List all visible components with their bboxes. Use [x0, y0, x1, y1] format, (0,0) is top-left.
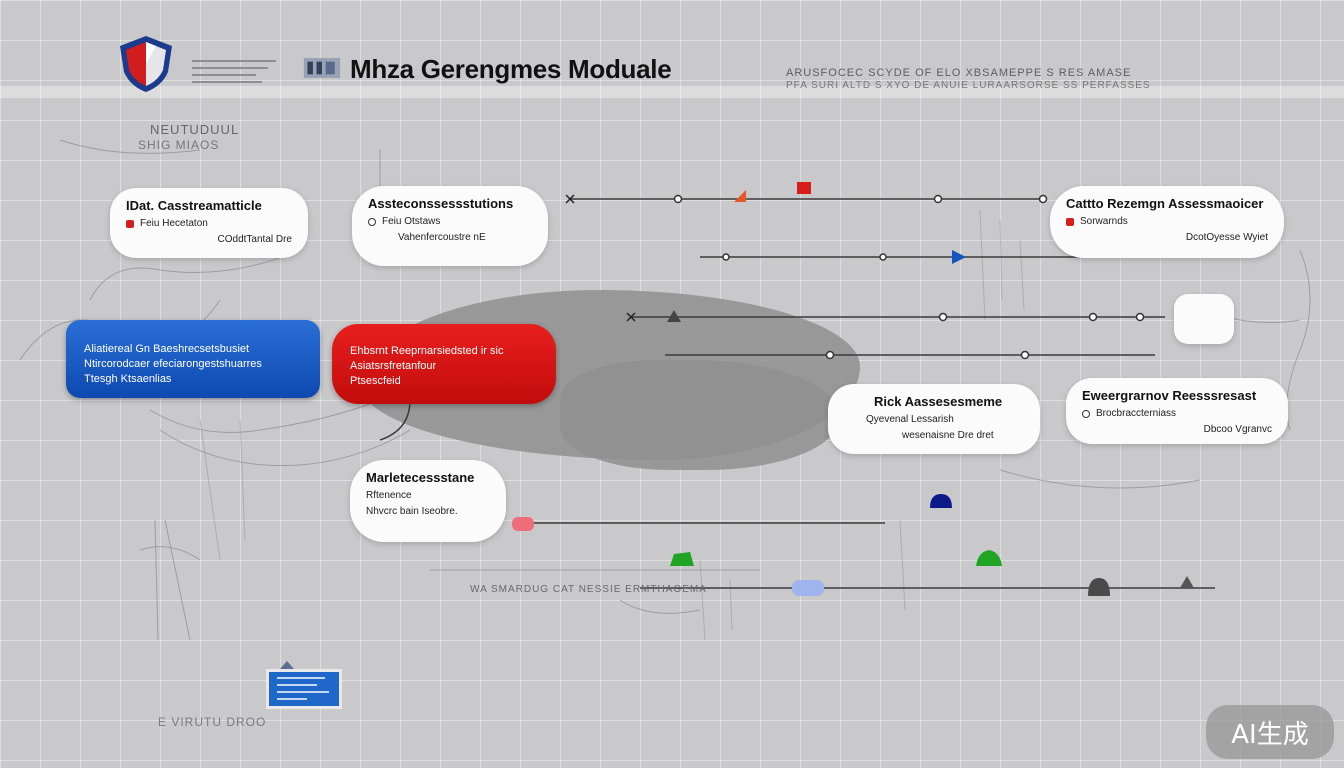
blue-panel-line2: Ntircorodcaer efeciarongestshuarres — [84, 358, 262, 370]
red-square-icon — [126, 219, 134, 228]
pink-node-marker — [512, 517, 534, 531]
watermark-badge: AI生成 — [1206, 705, 1334, 759]
header-band — [0, 86, 1344, 98]
emergency-card[interactable]: Eweergrarnov Reesssresast Brocbraccterni… — [1066, 378, 1288, 444]
emergency-card-title: Eweergrarnov Reesssresast — [1082, 388, 1257, 403]
mini-panel-tab-icon — [280, 661, 294, 669]
red-panel-line2: Asiatsrsfretanfour — [350, 360, 437, 372]
shield-icon — [120, 36, 172, 92]
navy-dome-marker — [930, 494, 952, 508]
red-square-icon — [1066, 217, 1074, 226]
data-card[interactable]: IDat. Casstreamatticle Feiu Hecetaton CO… — [110, 188, 308, 258]
campaign-card-line1: Sorwarnds — [1080, 216, 1128, 227]
maintenance-card-line2: Nhvcrc bain Iseobre. — [366, 506, 458, 517]
blue-panel-line3: Ttesgh Ktsaenlias — [84, 373, 172, 385]
map-blob-2 — [560, 360, 840, 470]
footer-text: WA SMARDUG CAT NESSIE ERMTHAGEMA — [470, 584, 707, 595]
data-card-line1: Feiu Hecetaton — [140, 218, 208, 229]
green-marker-1 — [670, 552, 694, 566]
red-panel-line3: Ptsescfeid — [350, 375, 401, 387]
assessment-card[interactable]: Assteconssessstutions Feiu Otstaws Vahen… — [352, 186, 548, 266]
blue-arrow-marker — [952, 250, 966, 264]
side-label-1: NEUTUDUUL — [150, 122, 240, 137]
header-meta-2: PFA SURI ALTD S XYO DE ANUIE LURAARSORSE… — [786, 80, 1151, 91]
blue-panel-line1: Aliatiereal Gn Baeshrecsetsbusiet — [84, 343, 250, 355]
module-icon — [303, 58, 341, 78]
risk-card-title: Rick Aassesesmeme — [874, 394, 1003, 409]
red-alert-panel[interactable]: Ehbsrnt Reeprnarsiedsted ir sic Asiatsrs… — [332, 324, 556, 404]
risk-card-line1: Qyevenal Lessarish — [866, 414, 954, 425]
campaign-card-line2: DcotOyesse Wyiet — [1185, 232, 1268, 243]
gray-triangle-marker — [667, 310, 681, 322]
green-marker-2 — [976, 550, 1002, 566]
side-note-card — [1174, 294, 1234, 344]
orange-triangle-marker — [734, 190, 746, 202]
emergency-card-line1: Brocbraccterniass — [1096, 408, 1177, 419]
campaign-card[interactable]: Cattto Rezemgn Assessmaoicer Sorwarnds D… — [1050, 186, 1284, 258]
blue-status-panel[interactable]: Aliatiereal Gn Baeshrecsetsbusiet Ntirco… — [66, 320, 320, 398]
emergency-card-line2: Dbcoo Vgranvc — [1203, 424, 1272, 435]
data-card-title: IDat. Casstreamatticle — [126, 198, 262, 213]
logo-text-lines — [192, 60, 284, 88]
red-flag-marker — [797, 182, 811, 194]
footer-caption: E VIRUTU DROO — [158, 715, 267, 729]
page-title: Mhza Gerengmes Moduale — [350, 54, 672, 84]
small-triangle-marker — [1180, 576, 1194, 588]
assessment-card-line2: Vahenfercoustre nE — [398, 232, 486, 243]
dark-dome-marker — [1088, 578, 1110, 596]
header-meta-1: ARUSFOCEC SCYDE OF ELO XBSAMEPPE S RES A… — [786, 67, 1132, 79]
side-label-2: SHIG MIAOS — [138, 138, 220, 152]
assessment-card-title: Assteconssessstutions — [368, 196, 514, 211]
circle-icon — [1082, 409, 1090, 418]
maintenance-card-line1: Rftenence — [366, 490, 412, 501]
risk-card-line2: wesenaisne Dre dret — [902, 430, 994, 441]
circle-icon — [368, 217, 376, 226]
maintenance-card-title: Marletecessstane — [366, 470, 475, 485]
risk-card[interactable]: Rick Aassesesmeme Qyevenal Lessarish wes… — [828, 384, 1040, 454]
campaign-card-title: Cattto Rezemgn Assessmaoicer — [1066, 196, 1264, 211]
maintenance-card[interactable]: Marletecessstane Rftenence Nhvcrc bain I… — [350, 460, 506, 542]
assessment-card-line1: Feiu Otstaws — [382, 216, 441, 227]
red-panel-line1: Ehbsrnt Reeprnarsiedsted ir sic — [350, 345, 504, 357]
data-card-line2: COddtTantal Dre — [217, 234, 292, 245]
mini-blue-panel[interactable] — [266, 669, 342, 709]
lavender-node-marker — [792, 580, 824, 596]
